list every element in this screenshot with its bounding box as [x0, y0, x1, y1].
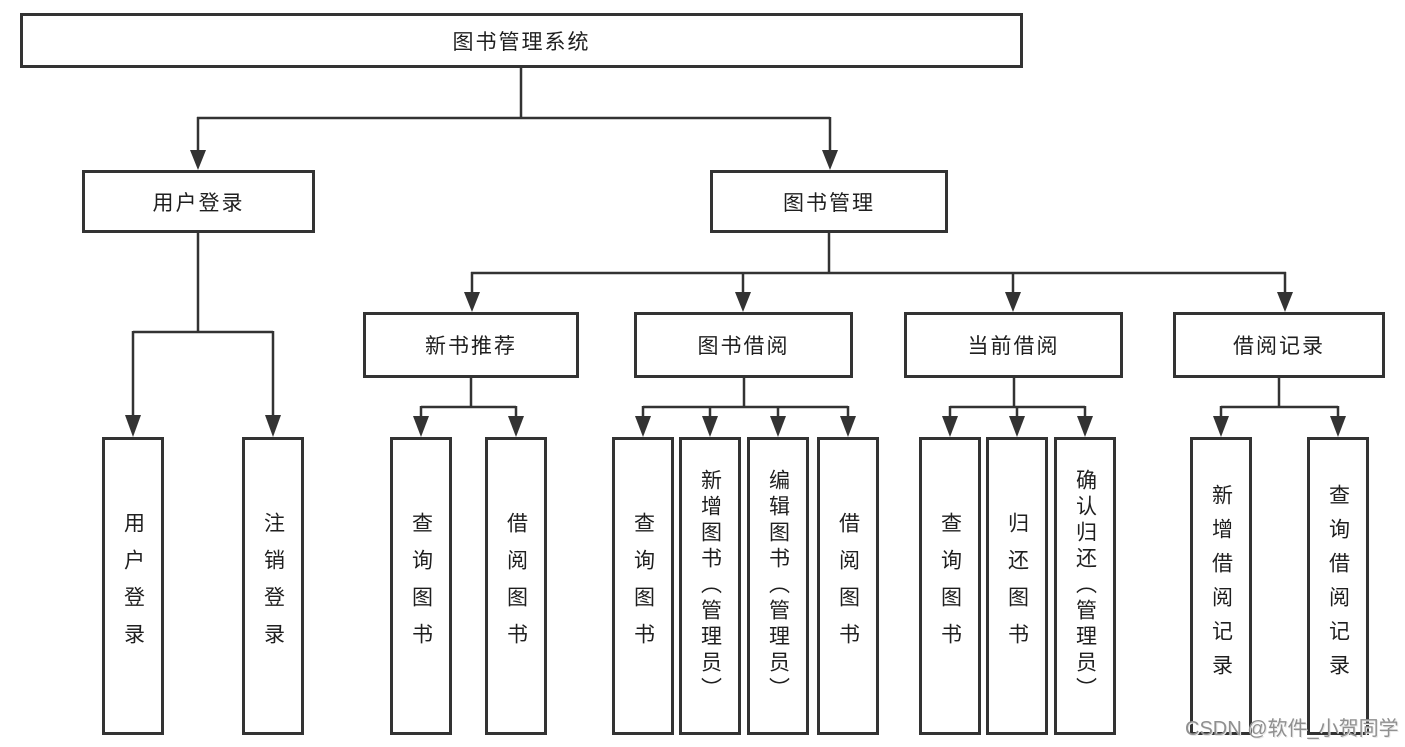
leaf-edit-book-admin: 编辑图书（管理员） — [747, 437, 809, 735]
node-current-borrow: 当前借阅 — [904, 312, 1123, 378]
node-book-borrow: 图书借阅 — [634, 312, 853, 378]
node-label: 图书借阅 — [697, 335, 790, 358]
leaf-query-borrow-record: 查询借阅记录 — [1307, 437, 1369, 735]
leaf-label: 新增图书（管理员） — [698, 469, 722, 703]
node-book-management: 图书管理 — [710, 170, 948, 233]
node-root-system: 图书管理系统 — [20, 13, 1023, 68]
node-user-login: 用户登录 — [82, 170, 315, 233]
leaf-label: 归还图书 — [1005, 512, 1029, 660]
leaf-label: 借阅图书 — [504, 512, 528, 660]
leaf-label: 借阅图书 — [836, 512, 860, 660]
node-label: 用户登录 — [152, 191, 245, 215]
node-label: 图书管理系统 — [452, 30, 591, 54]
leaf-label: 查询图书 — [631, 512, 655, 660]
node-borrow-records: 借阅记录 — [1173, 312, 1385, 378]
leaf-add-book-admin: 新增图书（管理员） — [679, 437, 741, 735]
leaf-query-book-current: 查询图书 — [919, 437, 981, 735]
leaf-logout: 注销登录 — [242, 437, 304, 735]
leaf-user-login: 用户登录 — [102, 437, 164, 735]
leaf-label: 用户登录 — [121, 512, 145, 660]
node-label: 当前借阅 — [967, 335, 1060, 358]
leaf-return-book: 归还图书 — [986, 437, 1048, 735]
leaf-label: 查询借阅记录 — [1326, 484, 1350, 688]
leaf-label: 确认归还（管理员） — [1073, 469, 1097, 703]
leaf-borrow-book: 借阅图书 — [817, 437, 879, 735]
node-label: 借阅记录 — [1233, 335, 1325, 358]
leaf-query-book-borrow: 查询图书 — [612, 437, 674, 735]
leaf-query-book-recommend: 查询图书 — [390, 437, 452, 735]
node-label: 新书推荐 — [425, 335, 517, 358]
leaf-label: 查询图书 — [938, 512, 962, 660]
leaf-label: 查询图书 — [409, 512, 433, 660]
csdn-watermark: CSDN @软件_小贺同学 — [1185, 718, 1399, 740]
leaf-borrow-book-recommend: 借阅图书 — [485, 437, 547, 735]
leaf-label: 编辑图书（管理员） — [766, 469, 790, 703]
leaf-add-borrow-record: 新增借阅记录 — [1190, 437, 1252, 735]
node-new-book-recommend: 新书推荐 — [363, 312, 579, 378]
leaf-label: 新增借阅记录 — [1209, 484, 1233, 688]
node-label: 图书管理 — [783, 191, 875, 215]
leaf-label: 注销登录 — [261, 512, 285, 660]
leaf-confirm-return-admin: 确认归还（管理员） — [1054, 437, 1116, 735]
